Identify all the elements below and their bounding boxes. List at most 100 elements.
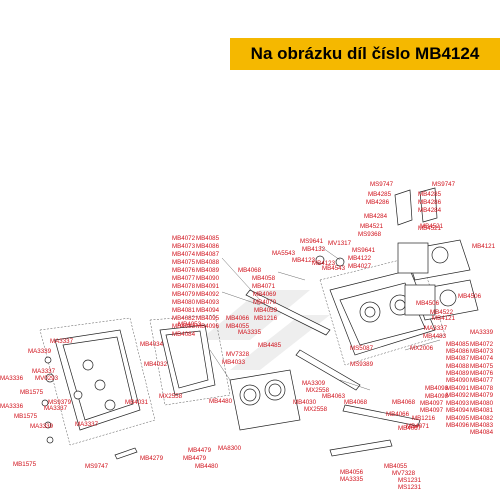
part-label: MB4092 (196, 291, 220, 298)
part-label: MB4076 (172, 267, 196, 274)
part-label: MA5543 (272, 250, 296, 257)
part-label: MS9368 (358, 231, 382, 238)
part-label: MB4485 (258, 342, 282, 349)
part-label: MX2558 (304, 406, 328, 413)
part-label: MB4521 (360, 223, 384, 230)
part-label: MB4086 (446, 348, 470, 355)
part-label: MB4094 (196, 307, 220, 314)
part-label: MB4096 (446, 422, 470, 429)
part-label: MV0293 (35, 375, 59, 382)
part-label: MB4034 (140, 341, 164, 348)
part-label: MB4521 (418, 225, 442, 232)
part-label: MB1216 (254, 315, 278, 322)
part-label: MA3309 (302, 380, 326, 387)
part-label: MB4058 (252, 275, 276, 282)
part-label: MB4071 (252, 283, 276, 290)
part-label: MB4522 (430, 309, 454, 316)
part-label: MA3337 (32, 368, 56, 375)
part-label: MB4093 (196, 299, 220, 306)
part-label: MB4090 (196, 275, 220, 282)
part-label: MB4027 (348, 263, 372, 270)
cylinder-block (229, 369, 301, 431)
part-label: MB4059 (254, 307, 278, 314)
throttle-bodies (397, 239, 479, 321)
part-label: MA3339 (30, 423, 54, 430)
part-label: MB4068 (238, 267, 262, 274)
part-label: MB4084 (172, 331, 196, 338)
part-label: MB4088 (446, 363, 470, 370)
part-label: MB4089 (446, 370, 470, 377)
part-label: MB4479 (188, 447, 212, 454)
part-label: MB4077 (172, 275, 196, 282)
part-label: MA3337 (44, 405, 68, 412)
part-label: MB4069 (253, 291, 277, 298)
part-label: MB4095 (446, 415, 470, 422)
part-label: MB4094 (446, 407, 470, 414)
part-label: MB4279 (140, 455, 164, 462)
part-label: MB4480 (209, 398, 233, 405)
part-label: MV7328 (392, 470, 416, 477)
part-label: MA3335 (340, 476, 364, 483)
part-label: MB4072 (172, 235, 196, 242)
part-label: MB4121 (472, 243, 496, 250)
part-label: MB4479 (183, 455, 207, 462)
part-label: MB4085 (446, 341, 470, 348)
part-label: MB4075 (172, 259, 196, 266)
part-label: MB4080 (172, 299, 196, 306)
left-small-parts (41, 356, 138, 460)
part-label: MB4506 (458, 293, 482, 300)
part-label: MB4091 (446, 385, 470, 392)
part-label: MB4093 (446, 400, 470, 407)
part-label: MB4082 (470, 415, 494, 422)
part-label: MB4285 (368, 191, 392, 198)
part-label: MA3335 (238, 329, 262, 336)
part-label: MB4033 (222, 359, 246, 366)
part-label: MB4068 (344, 399, 368, 406)
part-label: MB4286 (418, 199, 442, 206)
part-label: MA3337 (75, 421, 99, 428)
part-label: MA3339 (470, 329, 494, 336)
part-label: MA3337 (50, 338, 74, 345)
part-label: MB4085 (196, 235, 220, 242)
title-banner: Na obrázku díl číslo MB4124 (230, 38, 500, 70)
part-label: MB4077 (470, 377, 494, 384)
part-label: MS9747 (432, 181, 456, 188)
camshafts (245, 289, 421, 457)
leader-lines (209, 245, 441, 391)
part-label: MB4098 (425, 393, 449, 400)
part-label: MA3337 (424, 325, 448, 332)
title-text: Na obrázku díl číslo MB4124 (250, 44, 480, 63)
part-label: MS1231 (398, 484, 422, 491)
part-label: MS9641 (352, 247, 376, 254)
part-label: MA3339 (28, 348, 52, 355)
part-label: MB4090 (446, 377, 470, 384)
part-label: MB4053 (178, 321, 202, 328)
part-label: MB4083 (172, 323, 196, 330)
part-label: MB4284 (364, 213, 388, 220)
part-label: MB4097 (420, 407, 444, 414)
part-label: MB4122 (348, 255, 372, 262)
watermark-logo (200, 290, 330, 370)
part-label: MB4074 (470, 355, 494, 362)
part-label: MB4123 (312, 260, 336, 267)
part-label: MB4087 (446, 355, 470, 362)
part-label: MB4506 (416, 300, 440, 307)
part-label: MA3336 (0, 403, 24, 410)
part-label: MB1575 (14, 413, 38, 420)
part-label: MX2558 (306, 387, 330, 394)
part-label: MB4031 (125, 399, 149, 406)
part-label: MB4068 (392, 399, 416, 406)
part-label: MB4086 (196, 243, 220, 250)
valve-cover (39, 317, 156, 446)
part-label: MB4081 (172, 307, 196, 314)
part-label: MB4055 (384, 463, 408, 470)
part-label: MB4121 (432, 315, 456, 322)
part-label: MS9747 (85, 463, 109, 470)
part-label: MB4075 (470, 363, 494, 370)
part-label: MB4066 (226, 315, 250, 322)
part-label: MB4543 (322, 265, 346, 272)
part-label: MB4123 (292, 257, 316, 264)
part-label: MX2558 (159, 393, 183, 400)
part-label: MB4097 (420, 400, 444, 407)
